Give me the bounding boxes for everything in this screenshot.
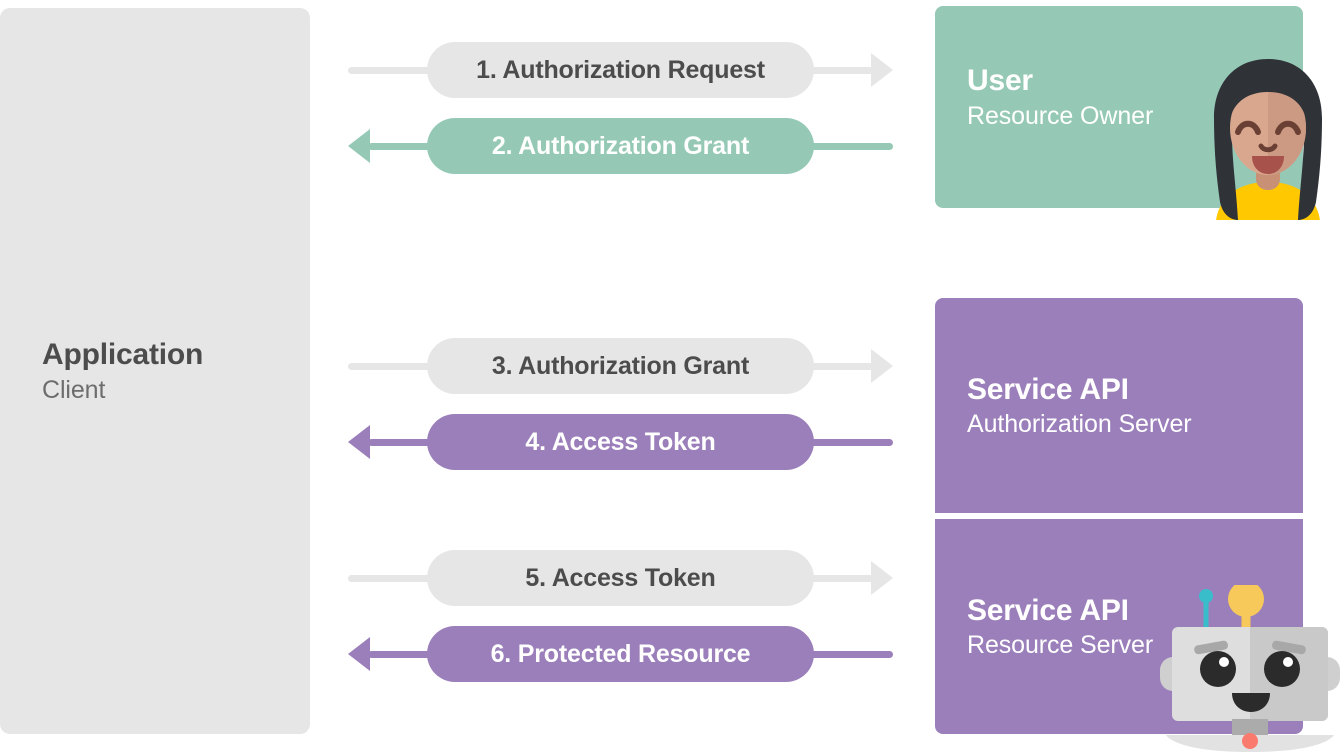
- flow-step-1[interactable]: 1. Authorization Request: [348, 42, 893, 98]
- flow-step-2[interactable]: 2. Authorization Grant: [348, 118, 893, 174]
- application-title: Application: [42, 337, 204, 371]
- step-3-label: 3. Authorization Grant: [427, 338, 814, 394]
- arrow-head-left-icon: [348, 637, 370, 671]
- actor-card-resource-server: Service API Resource Server: [935, 519, 1303, 734]
- resource-server-title: Service API: [967, 593, 1129, 627]
- step-6-label: 6. Protected Resource: [427, 626, 814, 682]
- authorization-server-title: Service API: [967, 372, 1129, 406]
- step-1-label: 1. Authorization Request: [427, 42, 814, 98]
- flow-steps-container: 1. Authorization Request 2. Authorizatio…: [348, 0, 893, 752]
- arrow-head-right-icon: [871, 53, 893, 87]
- flow-step-6[interactable]: 6. Protected Resource: [348, 626, 893, 682]
- application-subtitle: Client: [42, 375, 106, 404]
- resource-server-subtitle: Resource Server: [967, 631, 1154, 659]
- actor-card-user: User Resource Owner: [935, 6, 1303, 208]
- actor-card-authorization-server: Service API Authorization Server: [935, 298, 1303, 513]
- step-4-label: 4. Access Token: [427, 414, 814, 470]
- user-title: User: [967, 64, 1033, 97]
- step-2-label: 2. Authorization Grant: [427, 118, 814, 174]
- step-5-label: 5. Access Token: [427, 550, 814, 606]
- application-client-card: Application Client: [0, 8, 310, 734]
- flow-step-3[interactable]: 3. Authorization Grant: [348, 338, 893, 394]
- authorization-server-subtitle: Authorization Server: [967, 410, 1192, 438]
- arrow-head-right-icon: [871, 561, 893, 595]
- user-subtitle: Resource Owner: [967, 101, 1154, 130]
- flow-step-5[interactable]: 5. Access Token: [348, 550, 893, 606]
- arrow-head-left-icon: [348, 129, 370, 163]
- arrow-head-left-icon: [348, 425, 370, 459]
- flow-step-4[interactable]: 4. Access Token: [348, 414, 893, 470]
- arrow-head-right-icon: [871, 349, 893, 383]
